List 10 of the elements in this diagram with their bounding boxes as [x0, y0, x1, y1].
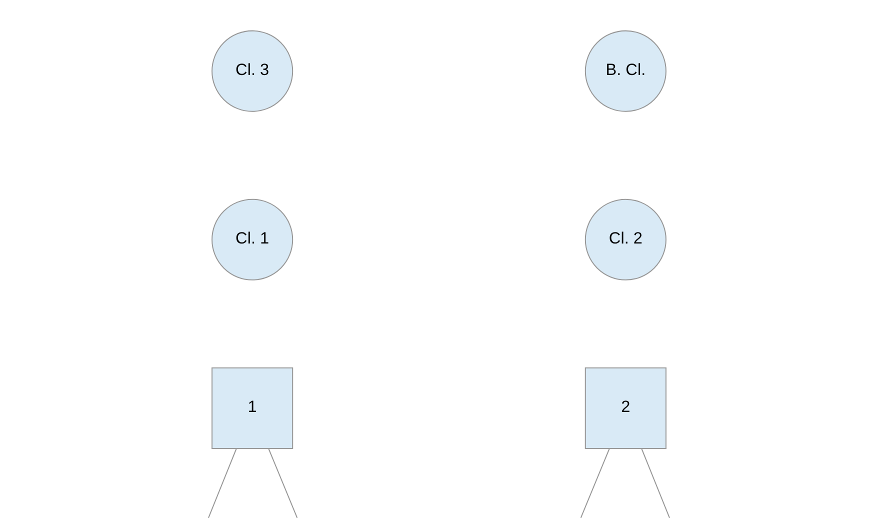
- node-circle: Cl. 2: [584, 198, 666, 280]
- connector: [268, 448, 298, 518]
- connector: [208, 448, 236, 518]
- node-circle: Cl. 1: [211, 198, 293, 280]
- node-box: 2: [584, 367, 666, 449]
- connector: [640, 448, 670, 518]
- node-circle: B. Cl.: [584, 30, 666, 112]
- node-circle: Cl. 3: [211, 30, 293, 112]
- connector: [580, 448, 610, 518]
- node-box: 1: [211, 367, 293, 449]
